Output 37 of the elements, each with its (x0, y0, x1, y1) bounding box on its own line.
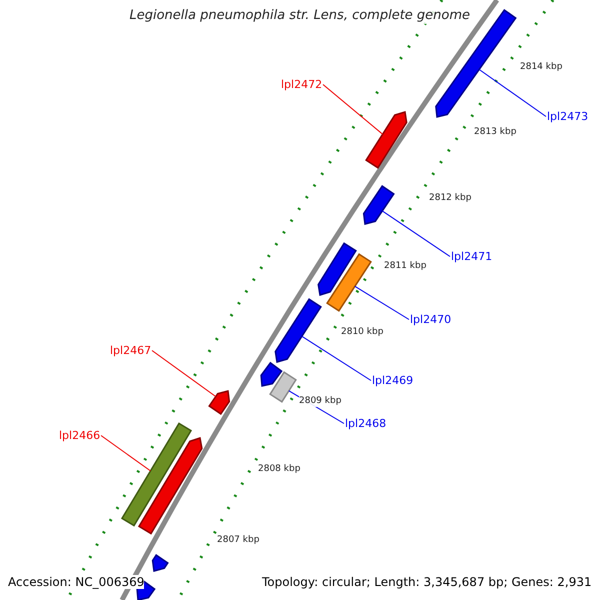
gene-feature (362, 185, 395, 225)
scale-label: 2814 kbp (520, 62, 562, 73)
leader-line (301, 336, 372, 381)
gene-label: lpl2473 (547, 110, 588, 124)
scale-label: 2811 kbp (384, 261, 426, 272)
leader-line (152, 350, 216, 397)
scale-label: 2812 kbp (429, 193, 472, 204)
leader-line (382, 210, 450, 257)
gene-label: lpl2466 (59, 429, 100, 442)
gene-feature (269, 371, 297, 403)
leader-line (100, 435, 151, 472)
gene-label: lpl2469 (372, 374, 414, 388)
gene-feature (260, 362, 283, 387)
genome-info-text: Topology: circular; Length: 3,345,687 bp; Genes: 2,931 (262, 575, 592, 590)
scale-label: 2807 kbp (217, 535, 260, 546)
title: Legionella pneumophila str. Lens, complete genome (130, 8, 470, 24)
gene-label: lpl2472 (281, 78, 322, 92)
gene-feature (274, 298, 322, 363)
leader-line (322, 84, 384, 135)
gene-label: lpl2470 (410, 313, 452, 326)
scale-label: 2810 kbp (341, 327, 384, 338)
gene-label: lpl2468 (345, 417, 386, 430)
gene-label: lpl2471 (451, 250, 492, 264)
scale-label: 2813 kbp (474, 127, 516, 138)
gene-feature (152, 554, 169, 572)
gene-label: lpl2467 (110, 344, 152, 358)
gene-feature (365, 111, 408, 169)
scale-label: 2809 kbp (299, 396, 342, 407)
gene-feature (318, 242, 357, 296)
gene-feature (120, 422, 192, 527)
leader-line (354, 286, 410, 320)
gene-feature (138, 437, 203, 535)
leader-line (478, 69, 546, 117)
gene-feature (326, 253, 372, 312)
scale-label: 2808 kbp (258, 464, 300, 475)
accession-text: Accession: NC_006369 (8, 575, 144, 590)
gene-feature (208, 390, 230, 416)
